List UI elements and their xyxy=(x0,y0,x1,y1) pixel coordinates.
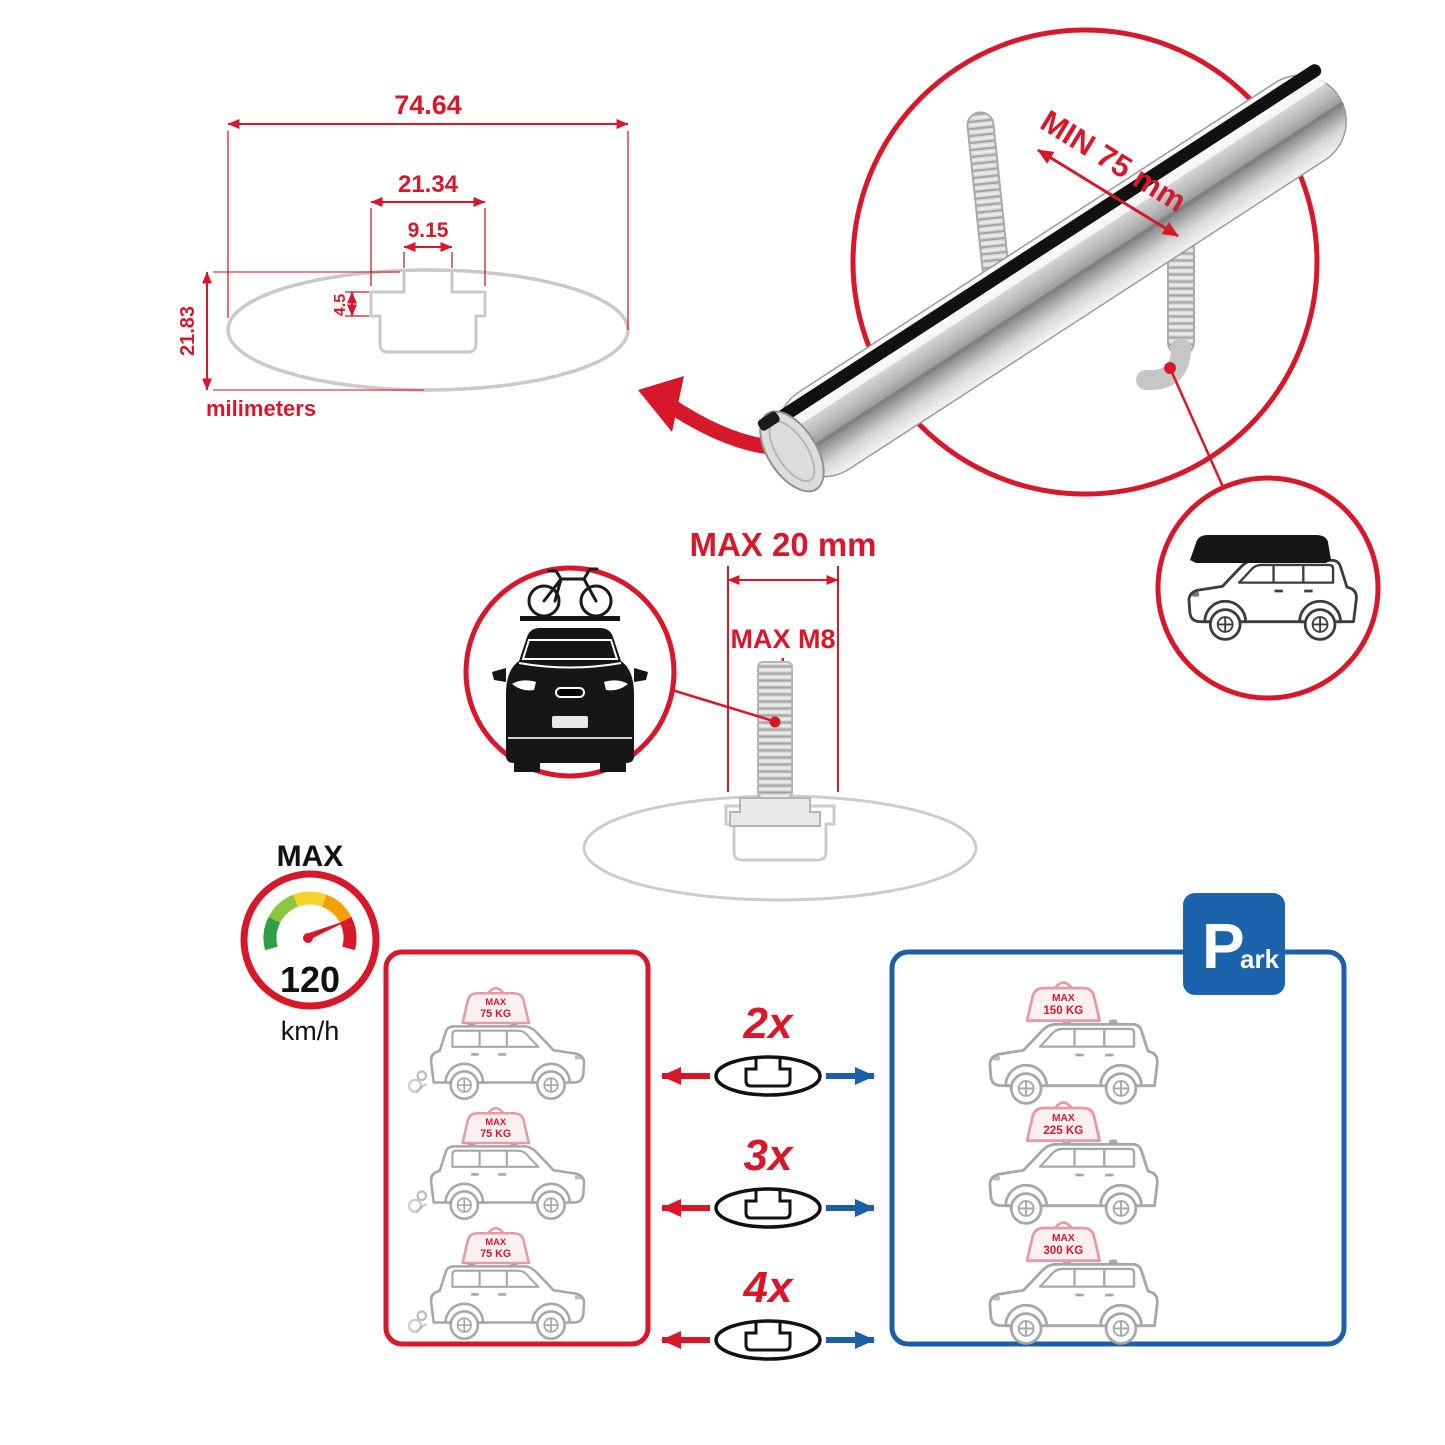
crossbar-profile-outline xyxy=(226,268,630,392)
exhaust-icon xyxy=(407,1190,428,1214)
car-with-cargo-row: MAX 300 KG xyxy=(988,1221,1159,1345)
dim-ext-total-width xyxy=(227,131,629,330)
multiplier-label: 4x xyxy=(743,1263,794,1312)
cargo-max-label: MAX xyxy=(485,997,507,1007)
car-with-cargo-row: MAX 225 KG xyxy=(988,1101,1159,1225)
dim-ext-slot-width xyxy=(403,252,453,268)
cargo-load-label: 75 KG xyxy=(480,1008,511,1020)
gauge-needle xyxy=(305,919,351,942)
cargo-load-label: 75 KG xyxy=(480,1128,511,1140)
roof-rack-bar xyxy=(520,616,620,621)
suv-car-illustration xyxy=(988,1258,1159,1345)
crossbar-profile-icon xyxy=(714,1319,822,1361)
cargo-max-label: MAX xyxy=(1052,1233,1075,1244)
exhaust-icon xyxy=(407,1070,428,1094)
cargo-load-label: 300 KG xyxy=(1043,1244,1083,1257)
exhaust-icon xyxy=(407,1310,428,1334)
gauge-arc xyxy=(263,891,357,951)
min-clamp-arrow xyxy=(1037,148,1179,238)
crossbar-tslot-outline xyxy=(369,272,487,354)
parking-sign: P ark xyxy=(1183,893,1285,995)
dim-slot-width: 9.15 xyxy=(408,219,449,242)
speed-units: km/h xyxy=(281,1016,340,1046)
car-with-cargo-row: MAX 75 KG xyxy=(407,986,586,1100)
parking-suffix: ark xyxy=(1240,944,1280,974)
dim-total-height: 21.83 xyxy=(177,306,199,356)
multiplier-row: 2x xyxy=(661,999,875,1097)
threaded-bolt xyxy=(757,661,793,799)
cargo-load-label: 75 KG xyxy=(480,1248,511,1260)
dim-ext-total-height xyxy=(213,271,424,391)
dim-lip-height: 4.5 xyxy=(332,294,349,316)
crossbar-profile-icon xyxy=(714,1187,822,1229)
multiplier-row: 4x xyxy=(661,1263,875,1361)
dim-ext-channel-width xyxy=(370,208,486,286)
multiplier-row: 3x xyxy=(661,1131,875,1229)
car-with-cargo-row: MAX 75 KG xyxy=(407,1226,586,1340)
crossbar-profile-icon xyxy=(714,1055,822,1097)
units-label: milimeters xyxy=(206,396,316,421)
car-front-illustration xyxy=(492,628,648,772)
car-with-cargo-row: MAX 75 KG xyxy=(407,1106,586,1220)
multiplier-label: 3x xyxy=(744,1131,794,1180)
crossbar-photo-inset: MIN 75 mm xyxy=(757,27,1347,497)
multiplier-label: 2x xyxy=(743,999,794,1048)
cargo-max-label: MAX xyxy=(1052,993,1075,1004)
suv-car-illustration xyxy=(429,1260,586,1340)
dim-ext-bolt xyxy=(727,566,839,792)
cargo-max-label: MAX xyxy=(485,1237,507,1247)
dim-ext-lip-height xyxy=(345,291,369,317)
crossbar-tslot-outline xyxy=(724,796,836,862)
max-thread-label: MAX M8 xyxy=(730,624,835,654)
suv-car-illustration xyxy=(988,1138,1159,1225)
cargo-load-label: 150 KG xyxy=(1043,1004,1083,1017)
speedometer: MAX 120 km/h xyxy=(240,840,380,1046)
suv-car-illustration xyxy=(429,1020,586,1100)
parking-letter: P xyxy=(1202,910,1245,982)
dim-channel-width: 21.34 xyxy=(398,171,459,198)
inset-connector-line xyxy=(1168,367,1225,488)
bolt-dimension-section: MAX 20 mm MAX M8 xyxy=(582,526,978,902)
roof-box-icon xyxy=(1190,535,1331,563)
profile-dimension-drawing: 74.64 21.34 9.15 4.5 21.83 milimeters xyxy=(177,90,630,421)
speed-max-label: MAX xyxy=(277,840,344,873)
aluminum-crossbar xyxy=(757,64,1347,493)
bolt-pointer-dot xyxy=(769,716,781,728)
cargo-load-label: 225 KG xyxy=(1043,1124,1083,1137)
tslot-nut xyxy=(729,797,821,827)
inset-leader-line xyxy=(671,688,771,722)
suv-car-illustration xyxy=(429,1140,586,1220)
suv-car-illustration xyxy=(988,1018,1159,1105)
car-with-cargo-row: MAX 150 KG xyxy=(988,981,1159,1105)
bike-car-inset xyxy=(463,565,771,779)
max-length-label: MAX 20 mm xyxy=(689,526,876,563)
cargo-max-label: MAX xyxy=(485,1117,507,1127)
cargo-max-label: MAX xyxy=(1052,1113,1075,1124)
speed-limit-panel xyxy=(383,949,651,1347)
gauge-hub xyxy=(303,933,313,943)
speed-value: 120 xyxy=(280,959,340,1000)
roofbox-car-inset xyxy=(1155,475,1381,701)
dim-total-width: 74.64 xyxy=(394,90,462,120)
